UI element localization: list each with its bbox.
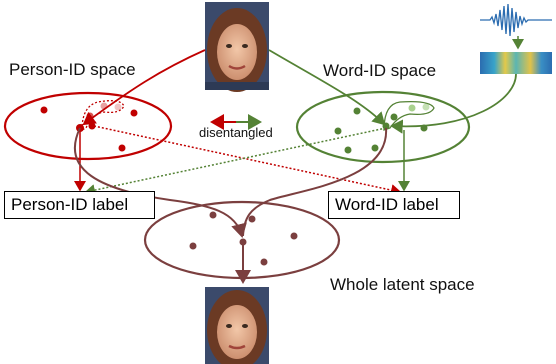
- person-id-space-ellipse: [3, 91, 173, 161]
- person-id-points: [40, 102, 138, 152]
- word-id-label-box: Word-ID label: [328, 191, 460, 219]
- word-id-space-label: Word-ID space: [323, 61, 437, 80]
- person-id-label-box: Person-ID label: [4, 191, 155, 219]
- whole-latent-space-label: Whole latent space: [330, 275, 475, 294]
- output-face-photo: [205, 287, 269, 364]
- latent-points: [189, 211, 298, 266]
- input-face-photo: [205, 2, 269, 92]
- disentangled-label: disentangled: [199, 125, 273, 140]
- waveform-icon: [480, 3, 552, 37]
- word-id-space-ellipse: [295, 90, 471, 164]
- spectrogram-icon: [480, 52, 552, 74]
- person-id-space-label: Person-ID space: [9, 60, 136, 79]
